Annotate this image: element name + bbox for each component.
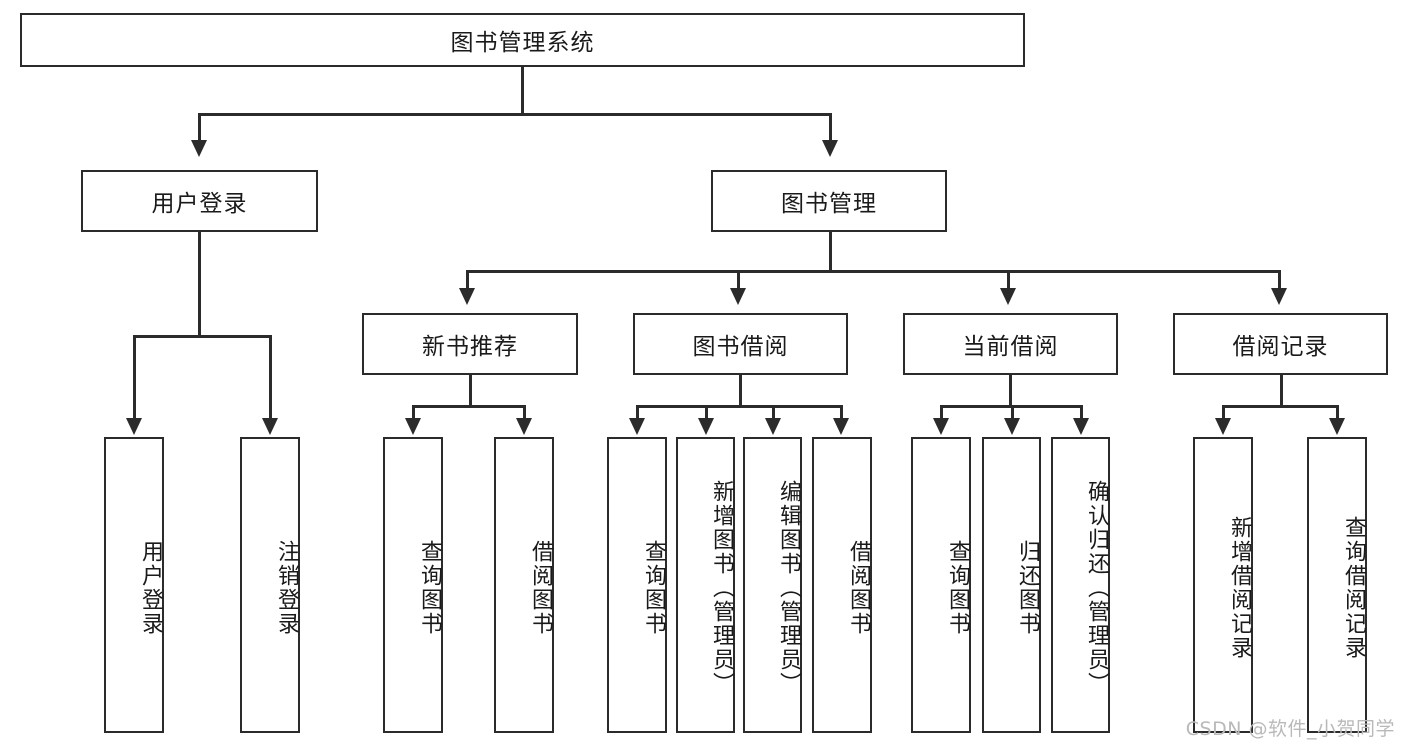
node-user-login[interactable]: 用户登录 — [81, 170, 318, 232]
connector-to-user-login — [198, 113, 201, 143]
node-label: 用户登录 — [151, 191, 248, 217]
node-book-management[interactable]: 图书管理 — [711, 170, 947, 232]
node-label: 查询借阅记录 — [1341, 516, 1366, 660]
connector-br-leaf-0 — [1222, 405, 1225, 420]
arrowhead-leaf-user-login — [126, 418, 142, 435]
connector-to-current-borrow — [1007, 270, 1010, 290]
node-label: 图书借阅 — [692, 334, 789, 360]
arrowhead-leaf-add-book — [698, 418, 714, 435]
arrowhead-new-book-recommend — [459, 288, 475, 305]
node-leaf-query-book-1[interactable]: 查询图书 — [383, 437, 443, 733]
arrowhead-leaf-add-record — [1215, 418, 1231, 435]
connector-bb-leaf-3 — [840, 405, 843, 420]
node-root[interactable]: 图书管理系统 — [20, 13, 1025, 67]
arrowhead-user-login — [191, 140, 207, 157]
node-book-borrow[interactable]: 图书借阅 — [633, 313, 848, 375]
arrowhead-leaf-borrow-book-1 — [516, 418, 532, 435]
node-leaf-user-login[interactable]: 用户登录 — [104, 437, 164, 733]
node-leaf-add-book[interactable]: 新增图书（管理员） — [676, 437, 735, 733]
connector-to-borrow-record — [1278, 270, 1281, 290]
connector-new-book-recommend-stem — [469, 375, 472, 405]
arrowhead-book-management — [822, 140, 838, 157]
node-leaf-borrow-book-2[interactable]: 借阅图书 — [812, 437, 872, 733]
node-label: 注销登录 — [274, 540, 299, 636]
connector-bb-leaf-1 — [705, 405, 708, 420]
node-label: 查询图书 — [417, 540, 442, 636]
node-leaf-query-book-2[interactable]: 查询图书 — [607, 437, 667, 733]
node-label: 归还图书 — [1015, 540, 1040, 636]
arrowhead-leaf-query-book-1 — [405, 418, 421, 435]
arrowhead-leaf-confirm-return — [1073, 418, 1089, 435]
node-leaf-logout[interactable]: 注销登录 — [240, 437, 300, 733]
node-label: 当前借阅 — [962, 334, 1059, 360]
connector-cb-leaf-1 — [1011, 405, 1014, 420]
connector-book-borrow-stem — [739, 375, 742, 405]
connector-nbr-leaf-1 — [523, 405, 526, 420]
connector-borrow-record-bus — [1222, 405, 1339, 408]
node-leaf-query-record[interactable]: 查询借阅记录 — [1307, 437, 1367, 733]
connector-bb-leaf-0 — [636, 405, 639, 420]
connector-level2-bus — [198, 113, 831, 116]
arrowhead-leaf-query-book-3 — [933, 418, 949, 435]
connector-to-book-borrow — [737, 270, 740, 290]
node-label: 确认归还（管理员） — [1084, 480, 1109, 696]
connector-to-new-book-recommend — [466, 270, 469, 290]
arrowhead-borrow-record — [1271, 288, 1287, 305]
connector-root-stem — [521, 67, 524, 113]
node-label: 新增图书（管理员） — [709, 480, 734, 696]
node-leaf-return-book[interactable]: 归还图书 — [982, 437, 1041, 733]
node-label: 编辑图书（管理员） — [776, 480, 801, 696]
connector-user-login-bus — [133, 335, 271, 338]
arrowhead-current-borrow — [1000, 288, 1016, 305]
node-label: 借阅记录 — [1232, 334, 1329, 360]
arrowhead-leaf-query-book-2 — [629, 418, 645, 435]
node-leaf-edit-book[interactable]: 编辑图书（管理员） — [743, 437, 802, 733]
connector-new-book-recommend-bus — [412, 405, 526, 408]
node-leaf-query-book-3[interactable]: 查询图书 — [911, 437, 971, 733]
node-label: 新增借阅记录 — [1227, 516, 1252, 660]
node-label: 查询图书 — [945, 540, 970, 636]
node-label: 借阅图书 — [846, 540, 871, 636]
arrowhead-leaf-borrow-book-2 — [833, 418, 849, 435]
connector-user-login-stem — [198, 232, 201, 335]
connector-nbr-leaf-0 — [412, 405, 415, 420]
arrowhead-book-borrow — [730, 288, 746, 305]
connector-borrow-record-stem — [1280, 375, 1283, 405]
node-leaf-confirm-return[interactable]: 确认归还（管理员） — [1051, 437, 1110, 733]
node-label: 图书管理 — [781, 191, 877, 217]
connector-book-borrow-bus — [636, 405, 843, 408]
node-label: 借阅图书 — [528, 540, 553, 636]
node-borrow-record[interactable]: 借阅记录 — [1173, 313, 1388, 375]
node-new-book-recommend[interactable]: 新书推荐 — [362, 313, 578, 375]
connector-cb-leaf-0 — [940, 405, 943, 420]
connector-current-borrow-stem — [1009, 375, 1012, 405]
connector-level3-bus — [466, 270, 1281, 273]
connector-br-leaf-1 — [1336, 405, 1339, 420]
connector-to-book-management — [829, 113, 832, 143]
node-label: 图书管理系统 — [450, 30, 595, 56]
arrowhead-leaf-return-book — [1004, 418, 1020, 435]
node-label: 用户登录 — [138, 540, 163, 636]
node-leaf-add-record[interactable]: 新增借阅记录 — [1193, 437, 1253, 733]
arrowhead-leaf-edit-book — [765, 418, 781, 435]
connector-user-login-leaf-1 — [269, 335, 272, 420]
node-label: 查询图书 — [641, 540, 666, 636]
connector-cb-leaf-2 — [1080, 405, 1083, 420]
arrowhead-leaf-logout — [262, 418, 278, 435]
node-leaf-borrow-book-1[interactable]: 借阅图书 — [494, 437, 554, 733]
connector-book-management-stem — [829, 232, 832, 270]
node-label: 新书推荐 — [422, 334, 518, 360]
connector-bb-leaf-2 — [772, 405, 775, 420]
connector-user-login-leaf-0 — [133, 335, 136, 420]
arrowhead-leaf-query-record — [1329, 418, 1345, 435]
node-current-borrow[interactable]: 当前借阅 — [903, 313, 1118, 375]
